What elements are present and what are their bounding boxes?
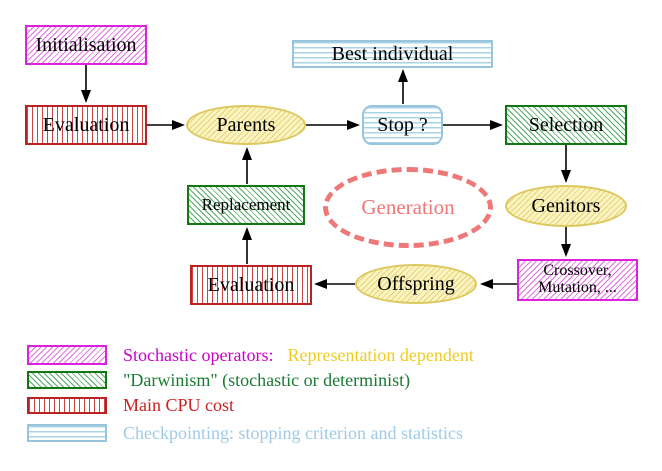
legend-label-checkpointing: Checkpointing: stopping criterion and st… [123, 422, 463, 443]
node-stop: Stop ? [362, 105, 443, 145]
legend-row-stochastic: Stochastic operators: Representation depe… [27, 345, 627, 365]
crossover-line1: Crossover, [543, 262, 612, 280]
crossover-line2: Mutation, ... [538, 279, 617, 296]
node-selection: Selection [505, 105, 627, 145]
legend-swatch-cpu-cost [27, 397, 107, 414]
legend-swatch-darwinism [27, 371, 107, 389]
generation-loop-ellipse: Generation [323, 167, 493, 248]
node-evaluation-bottom: Evaluation [190, 265, 312, 305]
node-parents: Parents [186, 105, 306, 145]
node-genitors: Genitors [505, 185, 627, 227]
legend-label-stochastic-secondary: Representation dependent [287, 344, 474, 365]
legend-swatch-checkpointing [27, 424, 107, 442]
legend-label-cpu-cost: Main CPU cost [123, 395, 235, 415]
legend-swatch-stochastic-operators [27, 345, 107, 365]
legend-label-stochastic: Stochastic operators: Representation depe… [123, 345, 474, 366]
node-best-individual: Best individual [292, 40, 493, 68]
node-initialisation: Initialisation [25, 25, 147, 65]
node-crossover-mutation: Crossover, Mutation, ... [517, 259, 638, 301]
node-offspring: Offspring [355, 264, 477, 304]
legend-row-checkpointing: Checkpointing: stopping criterion and st… [27, 422, 627, 443]
legend-row-darwinism: "Darwinism" (stochastic or determinist) [27, 369, 627, 390]
node-replacement: Replacement [187, 185, 305, 225]
legend-label-stochastic-primary: Stochastic operators: [123, 344, 274, 365]
legend-label-darwinism: "Darwinism" (stochastic or determinist) [123, 369, 411, 390]
legend-row-cpu-cost: Main CPU cost [27, 395, 627, 415]
node-evaluation-top: Evaluation [25, 105, 147, 145]
